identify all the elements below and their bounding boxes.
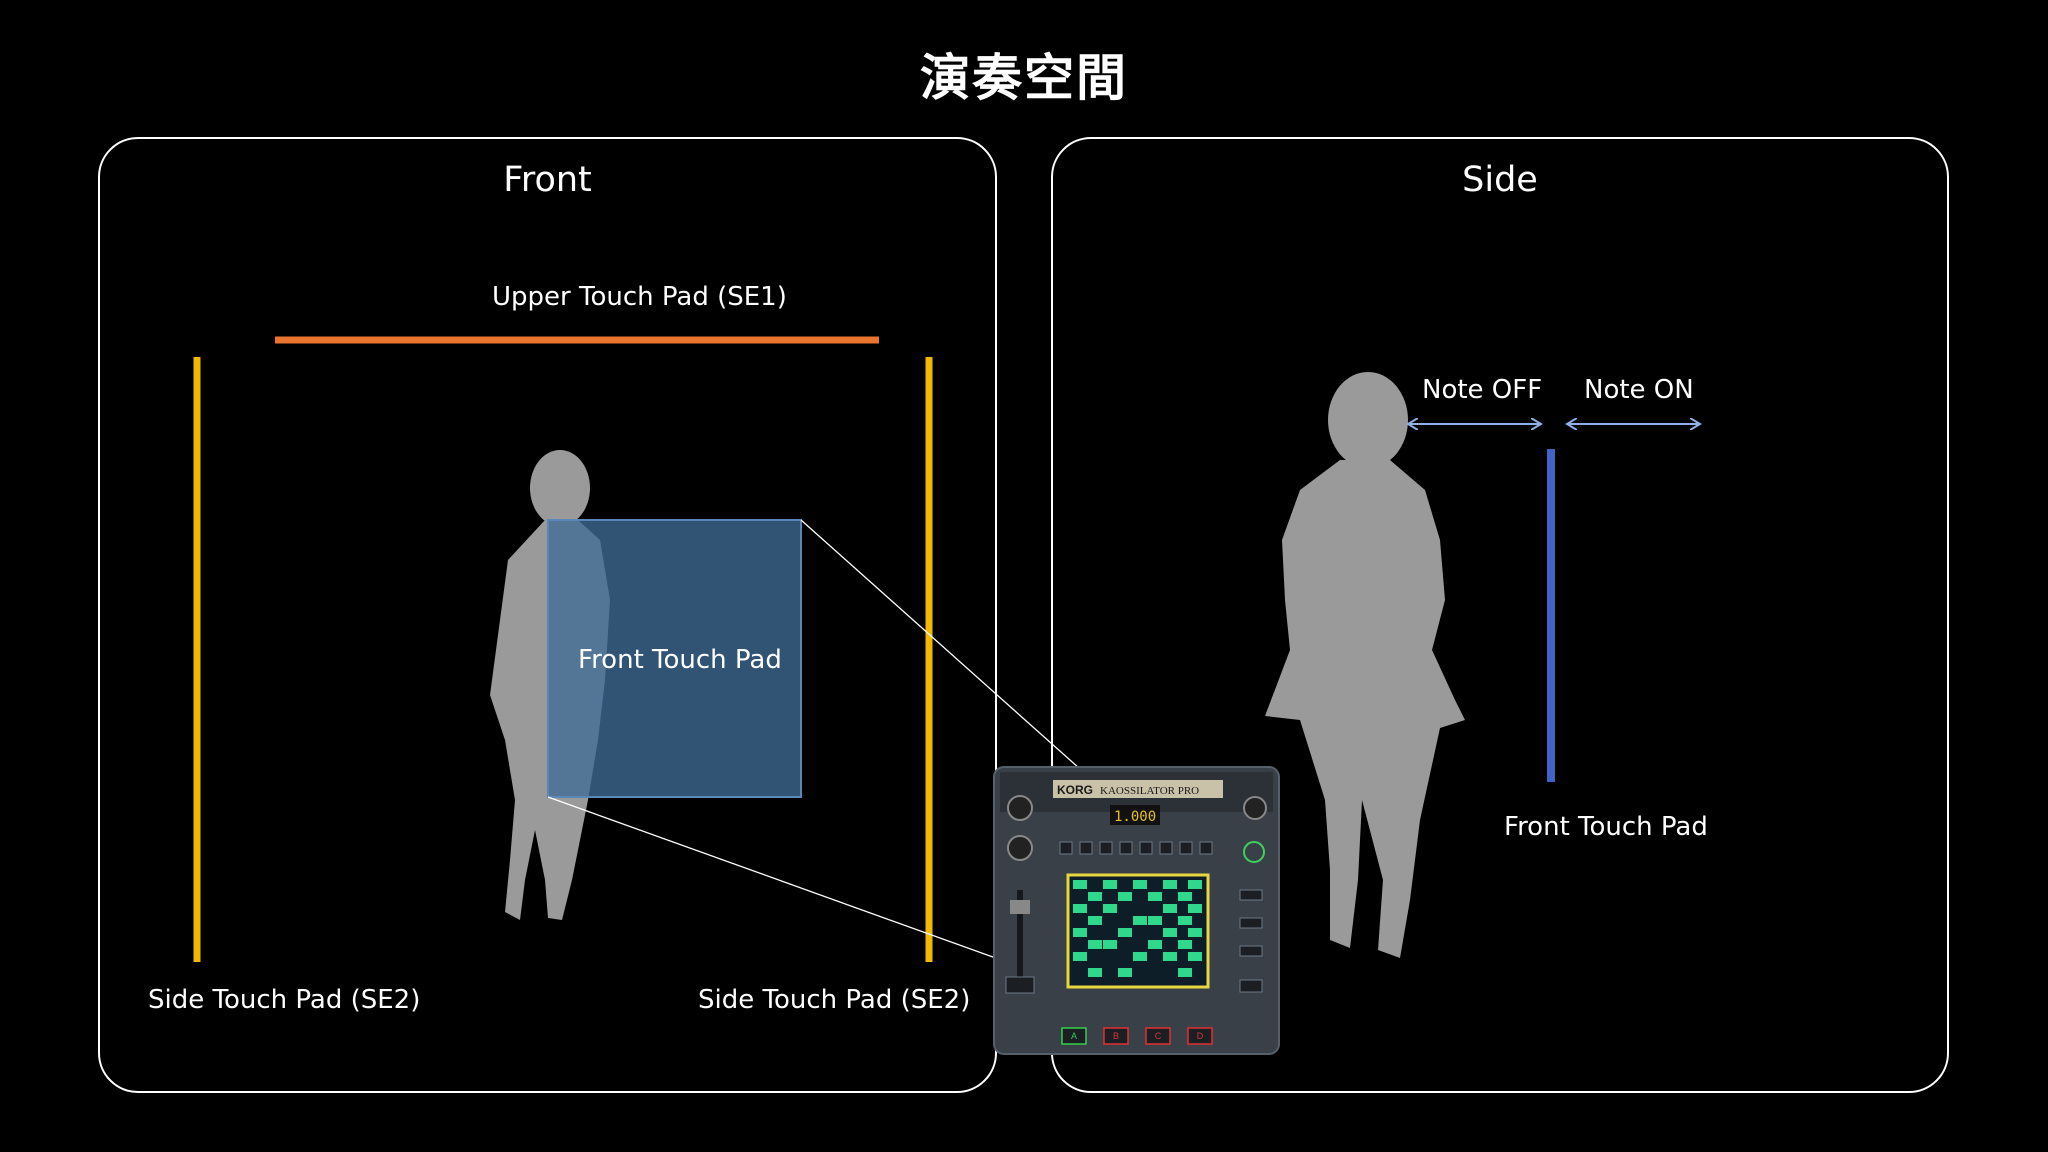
side-touch-pad-left-label: Side Touch Pad (SE2) bbox=[148, 985, 421, 1015]
page-title: 演奏空間 bbox=[920, 49, 1128, 107]
device-button-d bbox=[1187, 1027, 1213, 1045]
side-panel-title: Side bbox=[1462, 160, 1538, 200]
person-silhouette-side bbox=[1265, 372, 1465, 958]
device-touch-grid bbox=[1073, 880, 1202, 977]
device-display bbox=[1110, 805, 1160, 825]
front-panel bbox=[98, 137, 997, 1093]
device-brand-plate bbox=[1053, 780, 1223, 798]
upper-touch-pad-label: Upper Touch Pad (SE1) bbox=[492, 282, 787, 312]
device-knob-1 bbox=[1007, 795, 1033, 821]
device-side-buttons bbox=[1005, 889, 1263, 994]
device-pad-buttons: A B C D bbox=[1061, 1027, 1213, 1045]
device-model: KAOSSILATOR PRO bbox=[1100, 785, 1199, 797]
device-button-c bbox=[1145, 1027, 1171, 1045]
svg-text:C: C bbox=[1155, 1031, 1162, 1041]
front-panel-title: Front bbox=[503, 160, 592, 200]
device-button-a bbox=[1061, 1027, 1087, 1045]
svg-text:D: D bbox=[1197, 1031, 1204, 1041]
device-fader bbox=[1017, 890, 1023, 980]
front-touch-pad-side-label: Front Touch Pad bbox=[1504, 812, 1708, 842]
device-knob-4 bbox=[1243, 841, 1265, 863]
device-fader-handle bbox=[1010, 900, 1030, 914]
device-knob-2 bbox=[1007, 835, 1033, 861]
device-knob-3 bbox=[1243, 796, 1267, 820]
svg-text:A: A bbox=[1071, 1031, 1077, 1041]
device-display-value: 1.000 bbox=[1114, 809, 1156, 825]
note-on-label: Note ON bbox=[1584, 375, 1694, 405]
side-touch-pad-right-label: Side Touch Pad (SE2) bbox=[698, 985, 971, 1015]
side-panel bbox=[1051, 137, 1949, 1093]
device-button-b bbox=[1103, 1027, 1129, 1045]
device-step-buttons bbox=[1059, 841, 1213, 855]
korg-device: KORG KAOSSILATOR PRO 1.000 bbox=[993, 766, 1280, 1055]
svg-text:B: B bbox=[1113, 1031, 1119, 1041]
front-touch-pad-label: Front Touch Pad bbox=[578, 645, 782, 675]
note-off-label: Note OFF bbox=[1422, 375, 1543, 405]
front-touch-pad-rect bbox=[547, 519, 802, 798]
device-brand: KORG bbox=[1057, 783, 1093, 797]
